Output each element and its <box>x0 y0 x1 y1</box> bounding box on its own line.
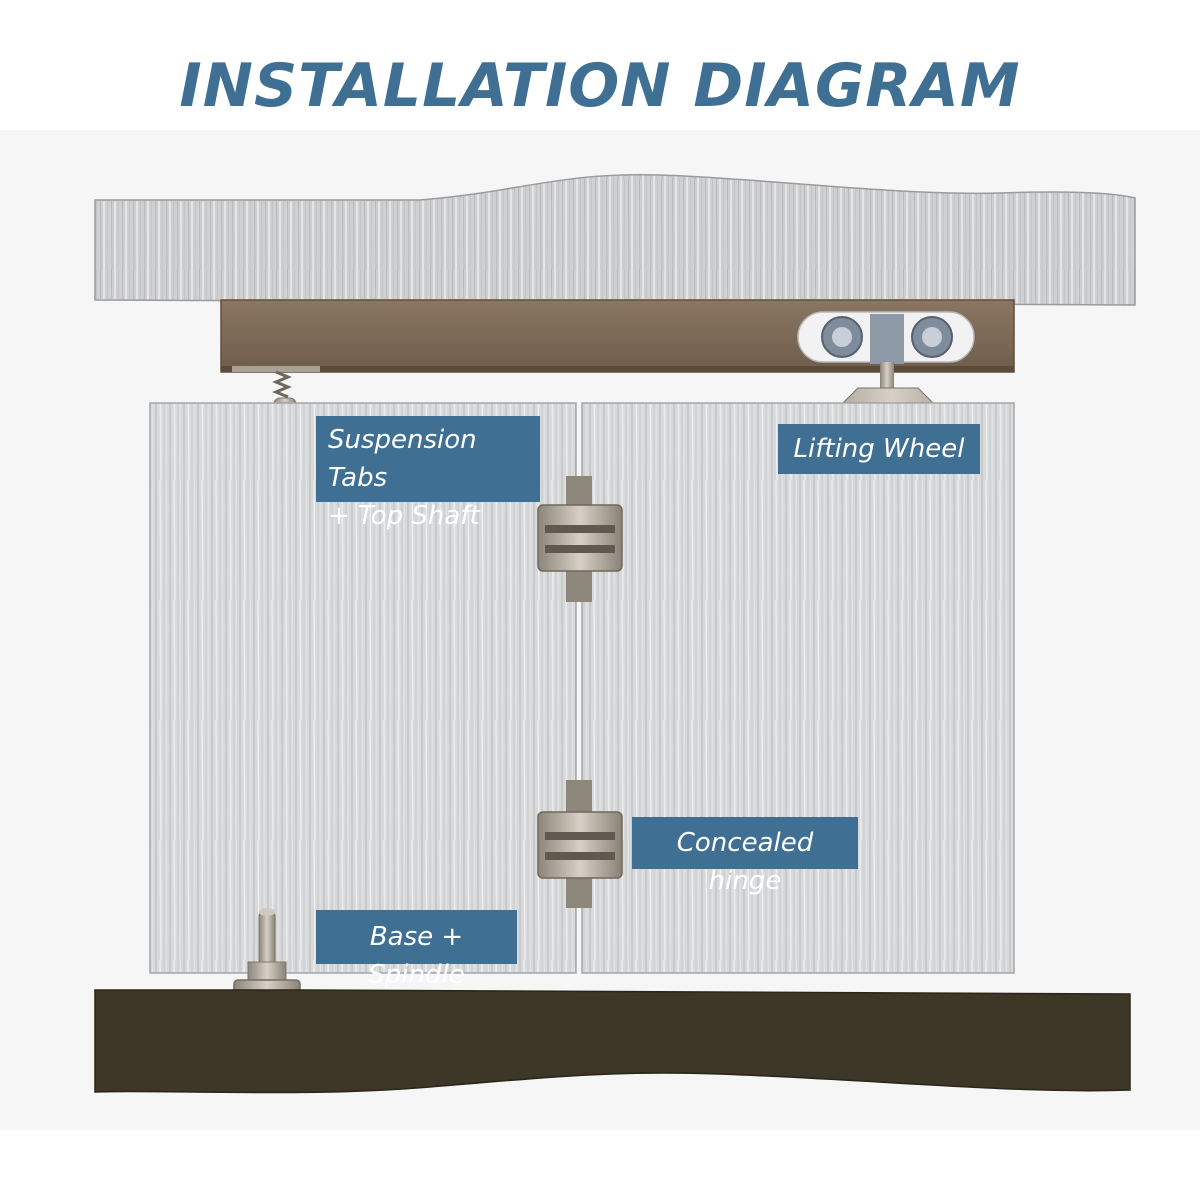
concealed-hinge-top <box>537 476 623 602</box>
ceiling-beam <box>94 173 1136 306</box>
label-base-spindle: Base + Spindle <box>316 910 517 990</box>
floor-slab <box>94 989 1131 1094</box>
diagram-title: INSTALLATION DIAGRAM <box>179 51 1021 121</box>
label-concealed-hinge: Concealed hinge <box>632 817 858 896</box>
label-suspension-tabs-top-shaft: Suspension Tabs + Top Shaft <box>316 416 540 531</box>
right-door-panel <box>581 402 1015 974</box>
label-lifting-wheel: Lifting Wheel <box>778 424 980 474</box>
concealed-hinge-bottom <box>537 780 623 908</box>
